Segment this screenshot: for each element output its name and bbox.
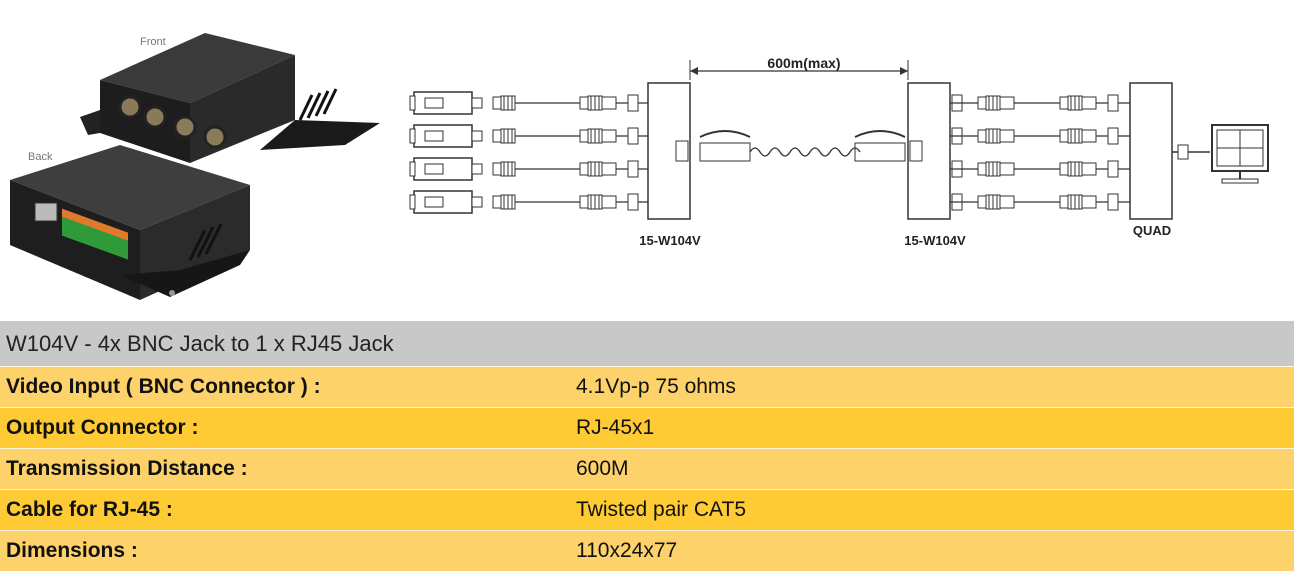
bnc-plug xyxy=(579,129,589,143)
rj45-port xyxy=(34,202,58,222)
quad-label: QUAD xyxy=(1133,223,1171,238)
quad-unit xyxy=(1129,82,1173,220)
bnc-plug xyxy=(492,96,502,110)
spec-title: W104V - 4x BNC Jack to 1 x RJ45 Jack xyxy=(0,321,1294,366)
spec-label: Cable for RJ-45 : xyxy=(6,498,173,521)
bnc-plug xyxy=(1059,129,1069,143)
spec-row: Transmission Distance : 600M xyxy=(0,448,1294,489)
left-rj45-plug xyxy=(699,142,751,162)
camera-rows xyxy=(409,91,1130,214)
bnc-plug xyxy=(1059,195,1069,209)
bnc-plug xyxy=(977,162,987,176)
spec-table: W104V - 4x BNC Jack to 1 x RJ45 Jack Vid… xyxy=(0,321,1294,571)
bnc-plug xyxy=(977,129,987,143)
back-vents xyxy=(188,223,223,261)
spec-rows: Video Input ( BNC Connector ) : 4.1Vp-p 7… xyxy=(0,366,1294,571)
spec-row: Dimensions : 110x24x77 xyxy=(0,530,1294,571)
spec-row: Cable for RJ-45 : Twisted pair CAT5 xyxy=(0,489,1294,530)
spec-label: Video Input ( BNC Connector ) : xyxy=(6,375,321,398)
spec-value: Twisted pair CAT5 xyxy=(576,498,746,521)
spec-row: Video Input ( BNC Connector ) : 4.1Vp-p 7… xyxy=(0,366,1294,407)
spec-row: Output Connector : RJ-45x1 xyxy=(0,407,1294,448)
spec-value: RJ-45x1 xyxy=(576,416,655,439)
left-unit-label: 15-W104V xyxy=(639,233,701,248)
bnc-plug xyxy=(977,195,987,209)
bnc-plug xyxy=(579,96,589,110)
front-vents xyxy=(298,88,338,121)
bnc-plug xyxy=(492,162,502,176)
right-rj45-plug xyxy=(854,142,906,162)
product-header: Front Back xyxy=(10,33,1269,300)
back-unit-top xyxy=(10,145,250,230)
spec-label: Output Connector : xyxy=(6,416,199,439)
bnc-plug xyxy=(579,195,589,209)
bnc-plug xyxy=(1059,162,1069,176)
spec-value: 600M xyxy=(576,457,629,480)
twisted-pair-cable xyxy=(749,147,861,157)
front-unit-flange xyxy=(260,120,380,150)
bnc-plug xyxy=(579,162,589,176)
back-label: Back xyxy=(28,151,53,163)
spec-value: 4.1Vp-p 75 ohms xyxy=(576,375,736,398)
terminal-block xyxy=(62,208,128,260)
monitor-icon xyxy=(1211,124,1269,184)
bnc-plug xyxy=(492,195,502,209)
front-unit-top xyxy=(100,33,295,103)
right-unit-label: 15-W104V xyxy=(904,233,966,248)
spec-value: 110x24x77 xyxy=(576,539,678,562)
bnc-plug xyxy=(492,129,502,143)
bnc-plug xyxy=(1059,96,1069,110)
spec-label: Transmission Distance : xyxy=(6,457,248,480)
bnc-plug xyxy=(977,96,987,110)
product-photo: Front Back xyxy=(10,33,380,300)
front-bnc-connectors xyxy=(118,95,227,149)
connection-diagram: 600m(max) 15-W104V 15-W104V QUAD xyxy=(409,55,1269,248)
front-label: Front xyxy=(140,36,166,48)
spec-label: Dimensions : xyxy=(6,539,138,562)
distance-label: 600m(max) xyxy=(767,55,840,71)
